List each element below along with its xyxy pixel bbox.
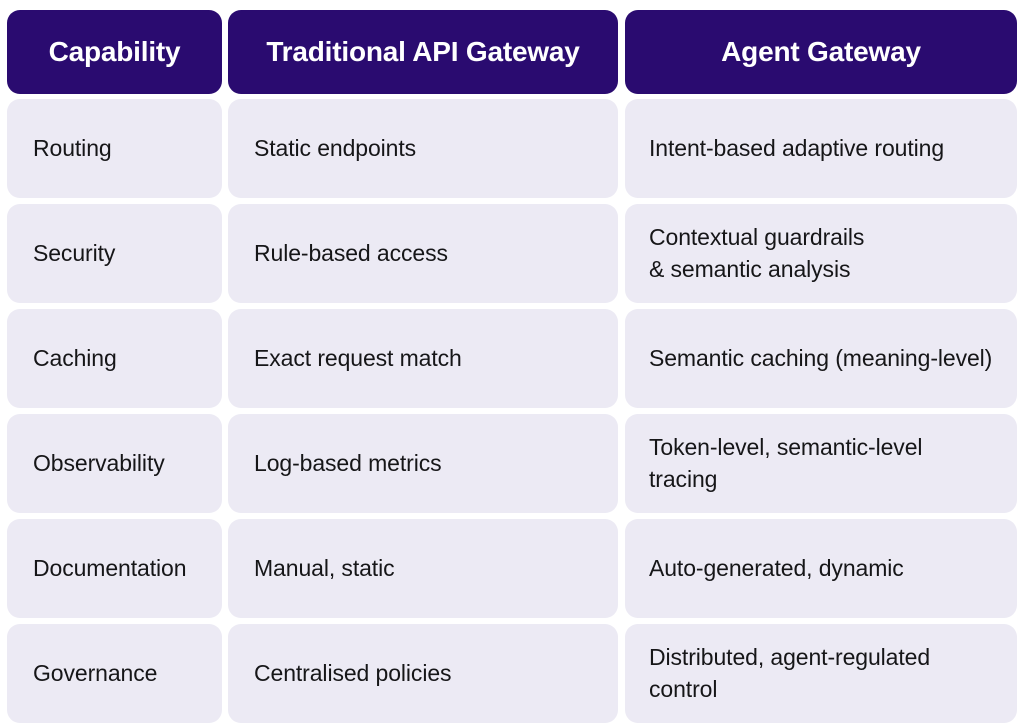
column-header-capability: Capability: [7, 10, 222, 94]
column-header-traditional-api-gateway-label: Traditional API Gateway: [266, 35, 580, 67]
table-row: Documentation Manual, static Auto-genera…: [7, 519, 1017, 618]
cell-capability: Observability: [7, 414, 222, 513]
cell-traditional-text: Centralised policies: [254, 659, 452, 686]
column-header-agent-gateway-label: Agent Gateway: [721, 35, 921, 67]
cell-agent-text: Token-level, semantic-level tracing: [649, 433, 923, 492]
column-header-agent-gateway: Agent Gateway: [625, 10, 1017, 94]
cell-agent-text: Semantic caching (meaning-level): [649, 344, 993, 371]
cell-traditional: Manual, static: [228, 519, 618, 618]
cell-traditional-text: Rule-based access: [254, 239, 448, 266]
table-header-row: Capability Traditional API Gateway Agent…: [7, 10, 1017, 94]
table-row: Governance Centralised policies Distribu…: [7, 624, 1017, 723]
column-header-capability-label: Capability: [48, 35, 181, 67]
table-row: Caching Exact request match Semantic cac…: [7, 309, 1017, 408]
table-row: Security Rule-based access Contextual gu…: [7, 204, 1017, 303]
cell-agent: Intent-based adaptive routing: [625, 99, 1017, 198]
cell-traditional: Exact request match: [228, 309, 618, 408]
cell-agent: Auto-generated, dynamic: [625, 519, 1017, 618]
cell-traditional: Rule-based access: [228, 204, 618, 303]
cell-capability-text: Governance: [33, 659, 158, 686]
cell-traditional: Log-based metrics: [228, 414, 618, 513]
cell-traditional-text: Static endpoints: [254, 134, 417, 161]
column-header-traditional-api-gateway: Traditional API Gateway: [228, 10, 618, 94]
table-row: Routing Static endpoints Intent-based ad…: [7, 99, 1017, 198]
table-row: Observability Log-based metrics Token-le…: [7, 414, 1017, 513]
cell-agent: Contextual guardrails & semantic analysi…: [625, 204, 1017, 303]
cell-traditional-text: Manual, static: [254, 554, 395, 581]
cell-agent-text: Intent-based adaptive routing: [649, 134, 945, 161]
cell-traditional: Centralised policies: [228, 624, 618, 723]
cell-agent: Distributed, agent-regulated control: [625, 624, 1017, 723]
cell-agent-text: Auto-generated, dynamic: [649, 554, 904, 581]
cell-agent: Semantic caching (meaning-level): [625, 309, 1017, 408]
cell-capability-text: Caching: [33, 344, 117, 371]
cell-traditional-text: Log-based metrics: [254, 449, 442, 476]
cell-capability: Routing: [7, 99, 222, 198]
cell-agent: Token-level, semantic-level tracing: [625, 414, 1017, 513]
cell-agent-text: Contextual guardrails & semantic analysi…: [649, 223, 865, 282]
cell-capability-text: Observability: [33, 449, 165, 476]
cell-capability: Security: [7, 204, 222, 303]
cell-traditional: Static endpoints: [228, 99, 618, 198]
cell-agent-text: Distributed, agent-regulated control: [649, 643, 931, 702]
cell-capability: Documentation: [7, 519, 222, 618]
cell-capability: Governance: [7, 624, 222, 723]
cell-capability-text: Documentation: [33, 554, 187, 581]
cell-capability-text: Routing: [33, 134, 112, 161]
cell-capability: Caching: [7, 309, 222, 408]
cell-capability-text: Security: [33, 239, 116, 266]
cell-traditional-text: Exact request match: [254, 344, 462, 371]
